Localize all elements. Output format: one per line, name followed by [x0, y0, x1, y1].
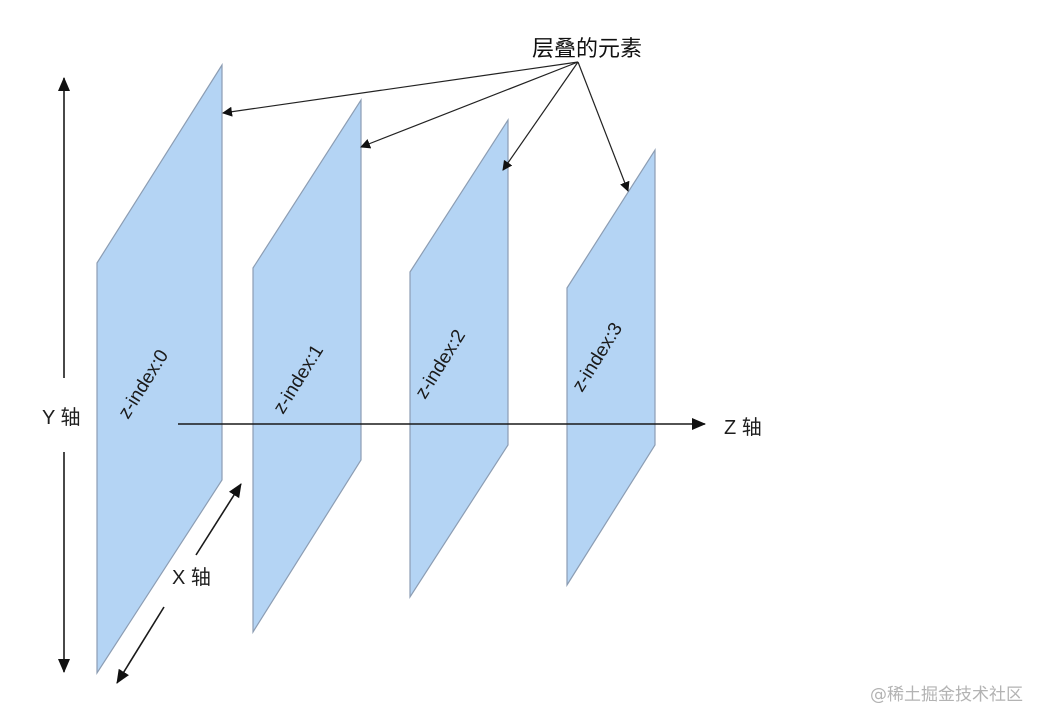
- x-axis-label: X 轴: [172, 566, 211, 589]
- layer-panel-3: [566, 147, 656, 588]
- x-axis: [116, 483, 242, 684]
- layer-panel-1: [252, 97, 362, 635]
- z-axis-label: Z 轴: [724, 416, 762, 439]
- diagram-title: 层叠的元素: [532, 37, 642, 62]
- title-pointers: [222, 61, 630, 192]
- layer-panel-0: [96, 62, 223, 676]
- watermark: @稀土掘金技术社区: [870, 685, 1023, 705]
- y-axis-label: Y 轴: [42, 406, 81, 429]
- layer-panel-2: [409, 117, 509, 600]
